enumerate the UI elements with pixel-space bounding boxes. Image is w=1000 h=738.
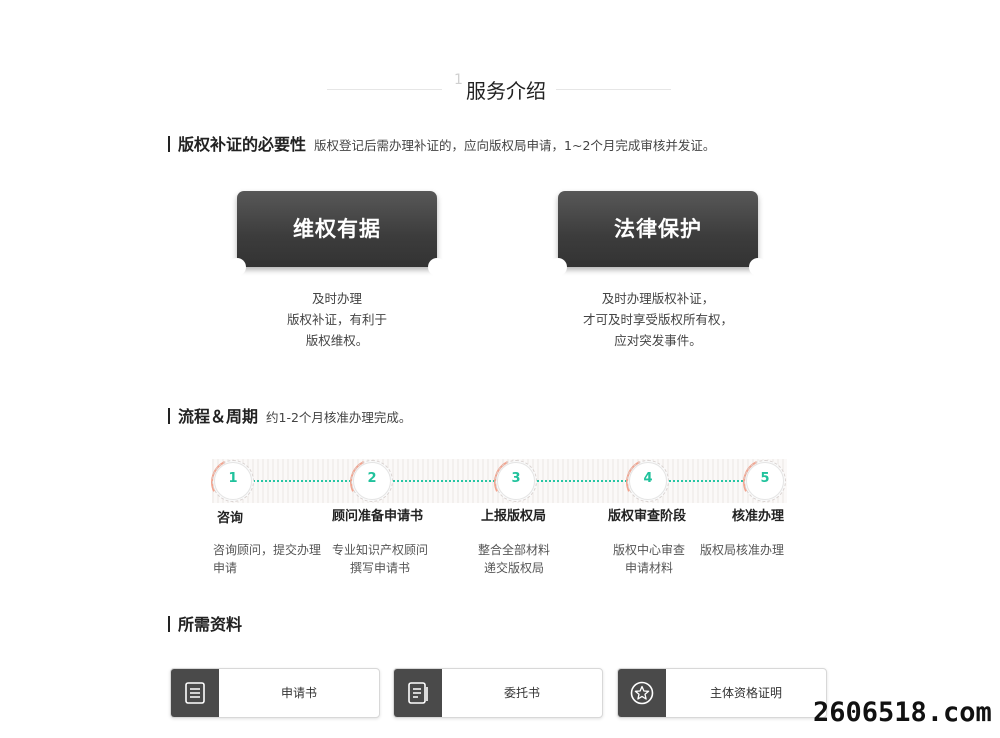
section-materials-header: 所需资料 — [168, 611, 243, 634]
page-title-block: 1 服务介绍 — [0, 70, 1000, 110]
title-decoration: 1 — [454, 72, 463, 88]
step-desc-line: 版权中心审查 — [612, 543, 685, 557]
material-power-of-attorney[interactable]: 委托书 — [393, 668, 603, 718]
step-number: 1 — [228, 471, 238, 486]
process-step-node-2: 2 — [343, 452, 403, 512]
section-heading: 流程＆周期 — [178, 407, 259, 426]
process-step-node-4: 4 — [619, 452, 679, 512]
ticket-badge: 法律保护 — [549, 191, 767, 276]
title-divider-right — [556, 89, 671, 90]
section-heading: 版权补证的必要性 — [178, 135, 307, 154]
material-label: 委托书 — [503, 686, 540, 700]
step-title-4: 版权审查阶段 — [608, 509, 687, 524]
step-desc-3: 整合全部材料 递交版权局 — [469, 541, 559, 577]
step-desc-line: 版权局核准办理 — [700, 543, 785, 557]
section-marker — [168, 616, 170, 632]
section-marker — [168, 136, 170, 152]
step-desc-1: 咨询顾问，提交办理 申请 — [213, 541, 328, 577]
blurb-line: 及时办理版权补证， — [601, 291, 715, 306]
step-desc-line: 撰写申请书 — [349, 561, 410, 575]
document-icon — [408, 682, 428, 704]
step-desc-line: 专业知识产权顾问 — [331, 543, 428, 557]
step-desc-line: 申请 — [213, 561, 238, 575]
process-step-node-1: 1 — [204, 452, 264, 512]
step-number: 3 — [511, 471, 521, 486]
blurb-line: 版权补证，有利于 — [286, 312, 387, 327]
blurb-line: 才可及时享受版权所有权， — [582, 312, 733, 327]
star-badge-icon — [630, 681, 654, 705]
step-desc-2: 专业知识产权顾问 撰写申请书 — [328, 541, 432, 577]
section-heading: 所需资料 — [178, 615, 243, 634]
process-step-node-3: 3 — [487, 452, 547, 512]
material-application-form[interactable]: 申请书 — [170, 668, 380, 718]
benefit-card-legal-text: 及时办理版权补证， 才可及时享受版权所有权， 应对突发事件。 — [538, 288, 778, 351]
page-title: 服务介绍 — [466, 79, 546, 103]
material-icon-box — [618, 669, 666, 717]
ticket-label: 法律保护 — [614, 217, 702, 241]
blurb-line: 应对突发事件。 — [614, 333, 702, 348]
list-icon — [185, 682, 205, 704]
section-marker — [168, 408, 170, 424]
step-title-3: 上报版权局 — [481, 509, 547, 524]
section-necessity-header: 版权补证的必要性版权登记后需办理补证的，应向版权局申请，1~2个月完成审核并发证… — [168, 131, 716, 154]
material-label: 主体资格证明 — [709, 686, 782, 700]
material-label: 申请书 — [280, 686, 317, 700]
benefit-card-legal: 法律保护 — [549, 187, 767, 276]
ticket-label: 维权有据 — [293, 217, 381, 241]
blurb-line: 版权维权。 — [305, 333, 369, 348]
section-description: 版权登记后需办理补证的，应向版权局申请，1~2个月完成审核并发证。 — [314, 138, 716, 153]
section-process-header: 流程＆周期约1-2个月核准办理完成。 — [168, 403, 412, 426]
step-number: 4 — [643, 471, 653, 486]
step-desc-line: 整合全部材料 — [477, 543, 550, 557]
ticket-badge: 维权有据 — [228, 191, 446, 276]
watermark-text: 2606518.com — [813, 697, 992, 728]
step-desc-4: 版权中心审查 申请材料 — [604, 541, 694, 577]
step-desc-line: 递交版权局 — [483, 561, 544, 575]
title-divider-left — [327, 89, 442, 90]
step-number: 2 — [367, 471, 377, 486]
process-step-node-5: 5 — [736, 452, 796, 512]
step-desc-line: 咨询顾问，提交办理 — [213, 543, 322, 557]
step-desc-5: 版权局核准办理 — [700, 541, 790, 559]
benefit-card-rights: 维权有据 — [228, 187, 446, 276]
material-icon-box — [394, 669, 442, 717]
step-title-1: 咨询 — [217, 511, 244, 526]
step-title-5: 核准办理 — [732, 509, 785, 524]
benefit-card-rights-text: 及时办理 版权补证，有利于 版权维权。 — [217, 288, 457, 351]
blurb-line: 及时办理 — [311, 291, 362, 306]
material-entity-qualification[interactable]: 主体资格证明 — [617, 668, 827, 718]
material-icon-box — [171, 669, 219, 717]
section-description: 约1-2个月核准办理完成。 — [266, 410, 412, 425]
step-number: 5 — [760, 471, 770, 486]
step-desc-line: 申请材料 — [624, 561, 673, 575]
step-title-2: 顾问准备申请书 — [332, 509, 424, 524]
